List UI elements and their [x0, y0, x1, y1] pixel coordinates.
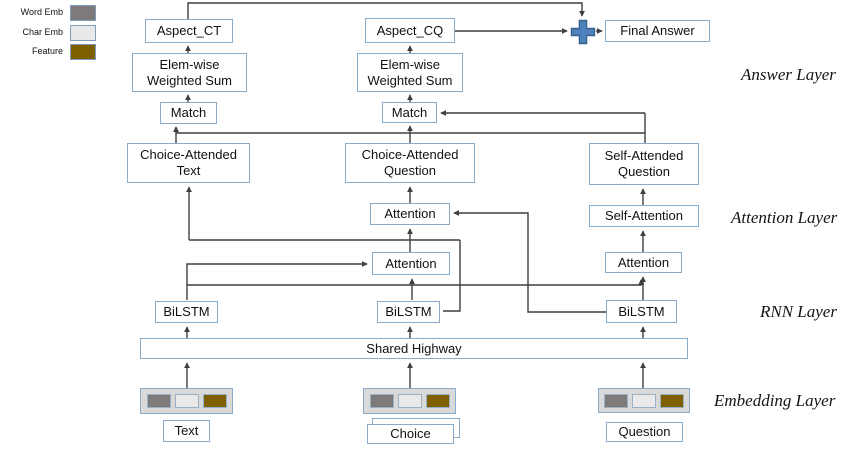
node-match-mid: Match	[382, 102, 437, 123]
edge-bilstm-left-to-attention-right	[187, 279, 644, 286]
question-embedding-group	[598, 388, 690, 413]
node-elem-wise-weighted-sum-left: Elem-wise Weighted Sum	[132, 53, 247, 92]
node-bilstm-right: BiLSTM	[606, 300, 677, 323]
word-emb-swatch	[604, 393, 628, 408]
word-emb-swatch	[146, 394, 171, 408]
attention-layer-label: Attention Layer	[731, 208, 838, 227]
legend-label-feature: Feature	[31, 46, 63, 56]
feature-swatch	[70, 44, 96, 60]
word-emb-swatch	[369, 394, 394, 408]
char-emb-swatch	[70, 25, 96, 41]
node-attention-upper: Attention	[370, 203, 450, 225]
node-elem-wise-weighted-sum-mid: Elem-wise Weighted Sum	[357, 53, 463, 92]
edge-bilstm-mid-side	[443, 240, 461, 312]
node-final-answer: Final Answer	[605, 20, 710, 42]
node-choice-attended-text: Choice-Attended Text	[127, 143, 250, 183]
char-emb-swatch	[397, 394, 422, 408]
plus-icon	[570, 19, 596, 50]
node-bilstm-mid: BiLSTM	[377, 301, 440, 323]
feature-swatch	[202, 394, 227, 408]
char-emb-swatch	[632, 393, 656, 408]
feature-swatch	[425, 394, 450, 408]
word-emb-swatch	[70, 5, 96, 21]
node-aspect-ct: Aspect_CT	[145, 19, 233, 43]
char-emb-swatch	[174, 394, 199, 408]
node-choice-input: Choice	[367, 424, 454, 444]
node-choice-attended-question: Choice-Attended Question	[345, 143, 475, 183]
legend-label-word-emb: Word Emb	[20, 7, 63, 17]
choice-embedding-group	[363, 388, 456, 414]
node-match-left: Match	[160, 102, 217, 124]
node-aspect-cq: Aspect_CQ	[365, 18, 455, 43]
node-self-attention: Self-Attention	[589, 205, 699, 227]
legend-label-char-emb: Char Emb	[22, 27, 63, 37]
node-attention-lower: Attention	[372, 252, 450, 275]
rnn-layer-label: RNN Layer	[760, 302, 837, 321]
node-bilstm-left: BiLSTM	[155, 301, 218, 323]
embedding-layer-label: Embedding Layer	[714, 391, 836, 410]
feature-swatch	[660, 393, 684, 408]
text-embedding-group	[140, 388, 233, 414]
node-question-input: Question	[606, 422, 683, 442]
node-text-input: Text	[163, 420, 210, 442]
answer-layer-label: Answer Layer	[741, 65, 836, 84]
edge-aspect-ct-to-plus	[187, 2, 585, 19]
edge-bilstm-right-to-attention-upper	[453, 210, 606, 313]
node-attention-right: Attention	[605, 252, 682, 273]
edge-bilstm-left-to-attention-lower	[186, 261, 368, 300]
node-self-attended-question: Self-Attended Question	[589, 143, 699, 185]
node-shared-highway: Shared Highway	[140, 338, 688, 359]
